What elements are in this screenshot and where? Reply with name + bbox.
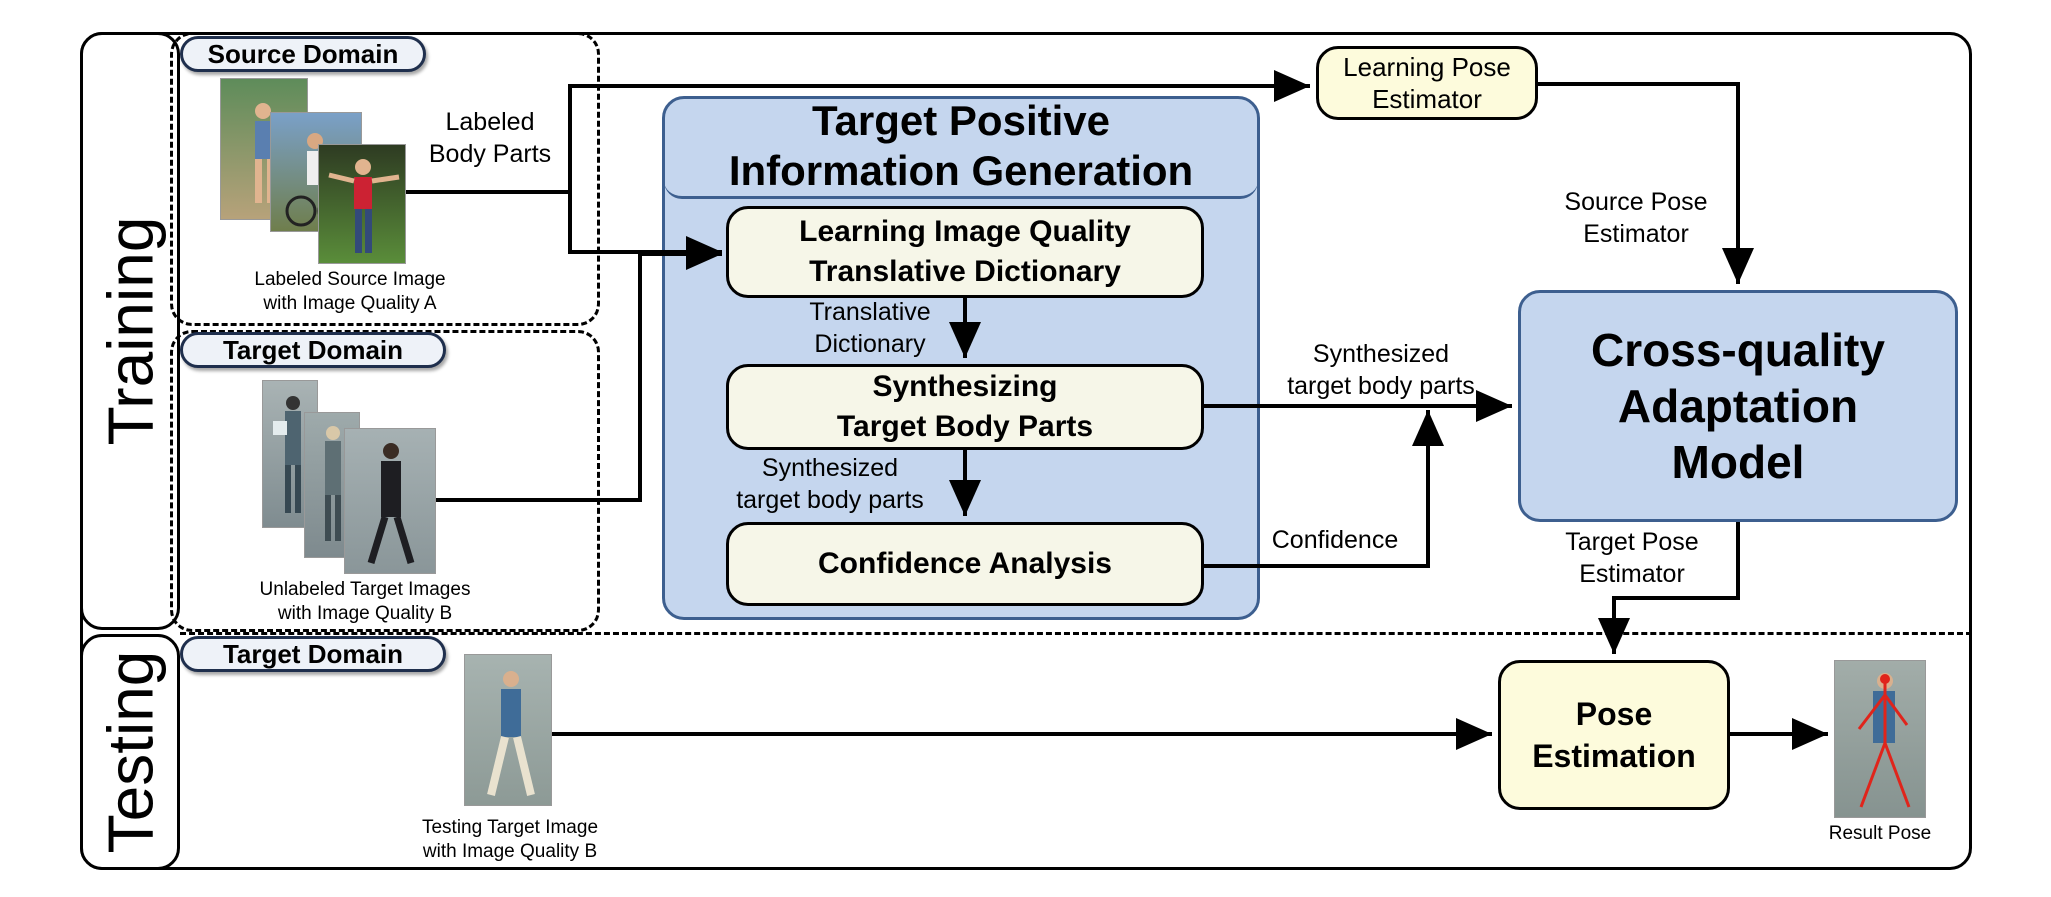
target-domain-pill-training: Target Domain bbox=[180, 332, 446, 368]
target-photo-3 bbox=[344, 428, 436, 574]
caption-line: with Image Quality A bbox=[263, 293, 437, 314]
to-learning-pose-arrow bbox=[568, 70, 1310, 192]
box-line: Cross-quality bbox=[1591, 324, 1885, 376]
to-dictionary-arrow bbox=[568, 192, 722, 268]
learning-pose-estimator-box: Learning Pose Estimator bbox=[1316, 46, 1538, 120]
box-line: Pose bbox=[1575, 696, 1653, 732]
target-domain-pill-testing: Target Domain bbox=[180, 636, 446, 672]
box-line: Learning Image Quality bbox=[799, 215, 1131, 248]
label-line: Body Parts bbox=[428, 140, 552, 168]
confidence-analysis-box: Confidence Analysis bbox=[726, 522, 1204, 606]
label-line: Estimator bbox=[1583, 220, 1689, 248]
person-figure-icon bbox=[325, 426, 341, 541]
testing-target-photo bbox=[464, 654, 552, 806]
pose-estimation-box: Pose Estimation bbox=[1498, 660, 1730, 810]
source-photo-dancer bbox=[318, 144, 406, 264]
unlabeled-target-caption: Unlabeled Target Images with Image Quali… bbox=[200, 578, 530, 626]
label-line: Synthesized bbox=[761, 454, 899, 482]
box-line: Target Body Parts bbox=[836, 410, 1094, 443]
skeleton-overlay-icon bbox=[1857, 673, 1911, 808]
synthesized-outer-label: Synthesized target body parts bbox=[1256, 338, 1506, 402]
person-figure-icon bbox=[328, 159, 400, 253]
caption-line: Labeled Source Image bbox=[254, 269, 446, 290]
caption-line: with Image Quality B bbox=[422, 841, 598, 862]
panel-title-line: Target Positive bbox=[812, 97, 1110, 144]
testing-target-caption: Testing Target Image with Image Quality … bbox=[370, 816, 650, 864]
person-figure-icon bbox=[367, 443, 415, 565]
label-line: Estimator bbox=[1579, 560, 1685, 588]
result-pose-caption: Result Pose bbox=[1828, 823, 1932, 844]
label-line: Synthesized bbox=[1312, 340, 1450, 368]
translative-dictionary-label: Translative Dictionary bbox=[780, 296, 960, 360]
person-figure-icon bbox=[487, 671, 535, 796]
label-line: Dictionary bbox=[814, 330, 926, 358]
label-line: target body parts bbox=[736, 486, 924, 514]
box-line: Adaptation bbox=[1617, 380, 1859, 432]
source-images-caption: Labeled Source Image with Image Quality … bbox=[200, 268, 500, 316]
training-section-tab: Training bbox=[80, 32, 180, 630]
panel-title: Target Positive Information Generation bbox=[664, 96, 1258, 199]
box-line: Learning Pose bbox=[1343, 52, 1511, 82]
source-estimator-arrow bbox=[1538, 82, 1754, 284]
caption-line: with Image Quality B bbox=[277, 603, 453, 624]
dictionary-learning-box: Learning Image Quality Translative Dicti… bbox=[726, 206, 1204, 298]
target-estimator-arrow bbox=[1598, 522, 1740, 654]
person-figure-icon bbox=[273, 396, 301, 513]
target-pose-estimator-label: Target Pose Estimator bbox=[1540, 526, 1724, 590]
label-line: Source Pose bbox=[1564, 188, 1708, 216]
testing-section-tab: Testing bbox=[80, 634, 180, 870]
label-line: Labeled bbox=[445, 108, 535, 136]
synthesized-inner-label: Synthesized target body parts bbox=[700, 452, 960, 516]
label-line: target body parts bbox=[1287, 372, 1475, 400]
cross-quality-model-box: Cross-quality Adaptation Model bbox=[1518, 290, 1958, 522]
source-domain-region bbox=[170, 32, 600, 326]
box-line: Synthesizing bbox=[872, 370, 1058, 403]
labeled-body-parts-label: Labeled Body Parts bbox=[420, 106, 560, 170]
confidence-to-model-arrow bbox=[1204, 410, 1444, 568]
unlabeled-to-dictionary-arrow bbox=[436, 238, 722, 502]
box-line: Estimator bbox=[1372, 84, 1482, 114]
caption-line: Testing Target Image bbox=[421, 817, 599, 838]
source-domain-pill: Source Domain bbox=[180, 36, 426, 72]
confidence-label: Confidence bbox=[1271, 526, 1399, 554]
box-line: Estimation bbox=[1532, 738, 1696, 774]
box-line: Model bbox=[1671, 436, 1805, 488]
target-domain-region bbox=[170, 330, 600, 632]
box-line: Translative Dictionary bbox=[809, 255, 1121, 288]
panel-title-line: Information Generation bbox=[728, 147, 1194, 194]
result-pose-photo bbox=[1834, 660, 1926, 818]
source-pose-estimator-label: Source Pose Estimator bbox=[1548, 186, 1724, 250]
training-testing-divider bbox=[180, 632, 1972, 635]
caption-line: Unlabeled Target Images bbox=[259, 579, 471, 600]
label-line: Translative bbox=[809, 298, 931, 326]
label-line: Target Pose bbox=[1565, 528, 1699, 556]
synthesizing-box: Synthesizing Target Body Parts bbox=[726, 364, 1204, 450]
